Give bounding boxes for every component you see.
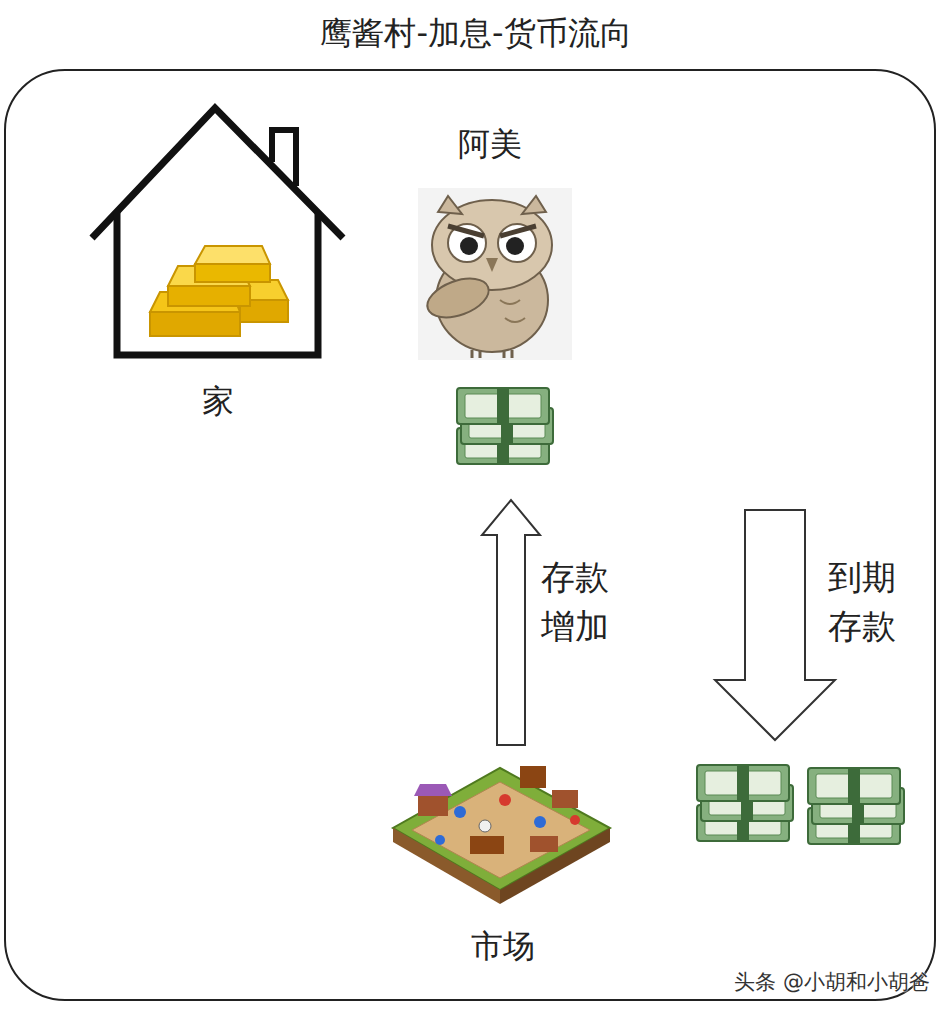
market-illustration-part: [479, 820, 491, 832]
owl-node: 阿美: [405, 125, 575, 500]
gold-bars-part: [168, 286, 250, 306]
market-illustration-part: [520, 766, 546, 788]
owl-figure-part: [500, 300, 525, 322]
watermark: 头条 @小胡和小胡爸: [734, 970, 930, 995]
market-illustration-part: [412, 782, 590, 878]
down-block-arrow-part: [715, 510, 835, 740]
owl-figure-part: [422, 271, 494, 325]
market-illustration-part: [454, 806, 466, 818]
down-block-arrow: [715, 510, 835, 740]
owl-figure-part: [498, 224, 536, 262]
house-icon-part: [117, 212, 318, 355]
outer-frame: [5, 70, 935, 1000]
node-label: 市场: [471, 927, 535, 965]
money-stack-part: [457, 388, 553, 464]
money-stack-part: [697, 765, 793, 841]
owl-figure: [418, 188, 572, 360]
market-illustration-part: [570, 815, 580, 825]
page-title: 鹰酱村-加息-货币流向: [0, 14, 952, 52]
house-icon: [92, 108, 343, 355]
arrow-label: 到期 存款: [828, 553, 906, 652]
owl-figure-part: [506, 237, 524, 255]
market-illustration-part: [499, 794, 511, 806]
market-illustration-part: [470, 836, 504, 854]
market-illustration-part: [418, 796, 448, 816]
owl-figure-part: [472, 350, 512, 358]
node-label: 家: [202, 382, 234, 420]
house-node: 家: [85, 95, 350, 420]
money-stack: [457, 388, 553, 464]
owl-figure-part: [418, 188, 572, 360]
owl-figure-part: [500, 226, 536, 236]
gold-bars-part: [150, 312, 240, 336]
market-illustration-part: [414, 784, 452, 796]
owl-figure-part: [448, 224, 486, 262]
money-stack-part: [808, 768, 904, 844]
outer-frame-part: [5, 70, 935, 1000]
owl-figure-part: [438, 196, 462, 214]
market-illustration-part: [534, 816, 546, 828]
house-icon-part: [272, 130, 296, 186]
gold-bars: [150, 246, 288, 336]
gold-bars-part: [195, 264, 270, 282]
market-node: 市场: [390, 745, 615, 965]
market-illustration-part: [530, 836, 558, 852]
market-illustration-part: [552, 790, 578, 808]
money-stack: [697, 765, 793, 841]
market-illustration-part: [435, 835, 445, 845]
block-arrow: [482, 500, 540, 745]
owl-figure-part: [486, 258, 498, 272]
owl-figure-part: [448, 226, 484, 236]
market-illustration: [393, 766, 610, 904]
house-icon-part: [92, 108, 343, 238]
node-label: 阿美: [458, 125, 522, 163]
edge-label: 存款 增加: [541, 553, 619, 652]
owl-figure-part: [522, 196, 546, 214]
gold-bars-part: [195, 246, 270, 264]
market-illustration-part: [393, 768, 610, 890]
money-stack: [808, 768, 904, 844]
owl-figure-part: [460, 237, 478, 255]
